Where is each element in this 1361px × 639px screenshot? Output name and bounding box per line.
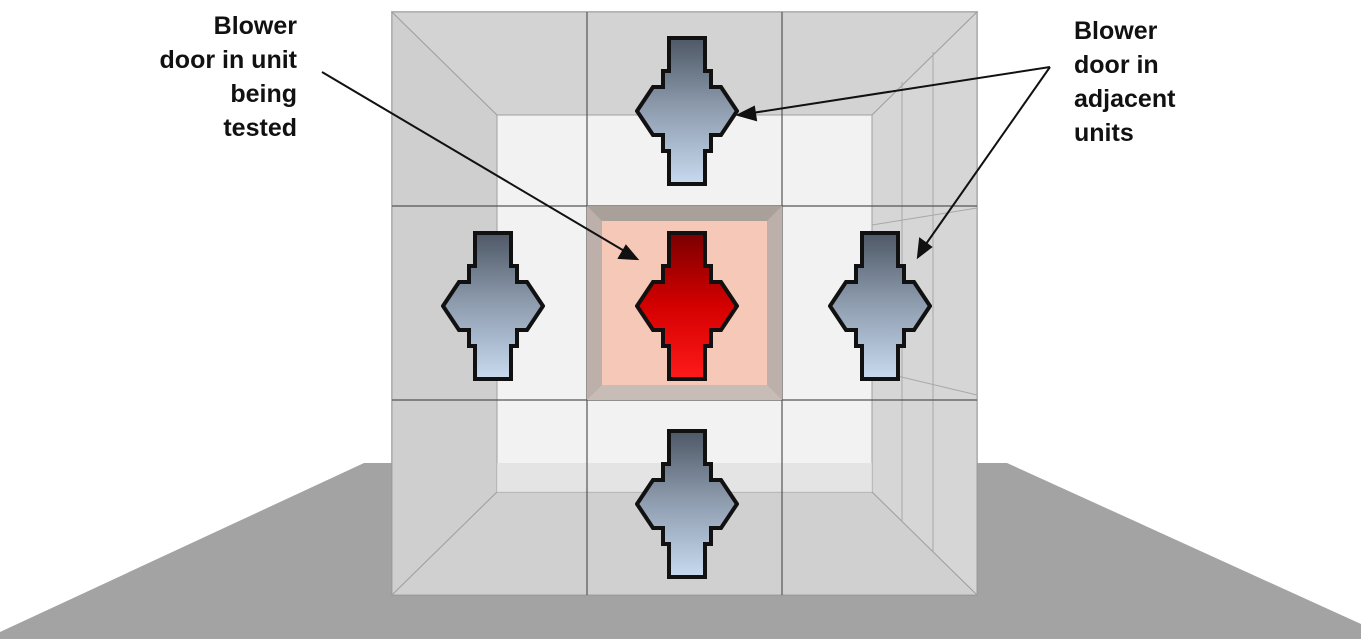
leader-adjacent-top <box>751 66 1051 114</box>
leader-adjacent-right <box>925 66 1051 245</box>
label-tested-line-3: being <box>230 80 297 108</box>
arrowhead-adjacent-top <box>735 105 758 122</box>
label-tested-line-4: tested <box>223 114 297 142</box>
label-tested-line-1: Blower <box>213 12 297 40</box>
arrowhead-adjacent-right <box>916 237 933 260</box>
label-adjacent-line-1: Blower <box>1074 17 1158 45</box>
label-tested-unit: Blower door in unit being tested <box>160 9 297 145</box>
label-adjacent-line-3: adjacent <box>1074 85 1176 113</box>
label-adjacent-units: Blower door in adjacent units <box>1074 14 1175 150</box>
leader-lines <box>321 66 1051 261</box>
label-tested-line-2: door in unit <box>159 46 297 74</box>
label-adjacent-line-4: units <box>1074 119 1134 147</box>
arrowhead-tested-unit <box>617 244 640 261</box>
label-adjacent-line-2: door in <box>1074 51 1159 79</box>
leader-tested-unit <box>321 71 627 253</box>
